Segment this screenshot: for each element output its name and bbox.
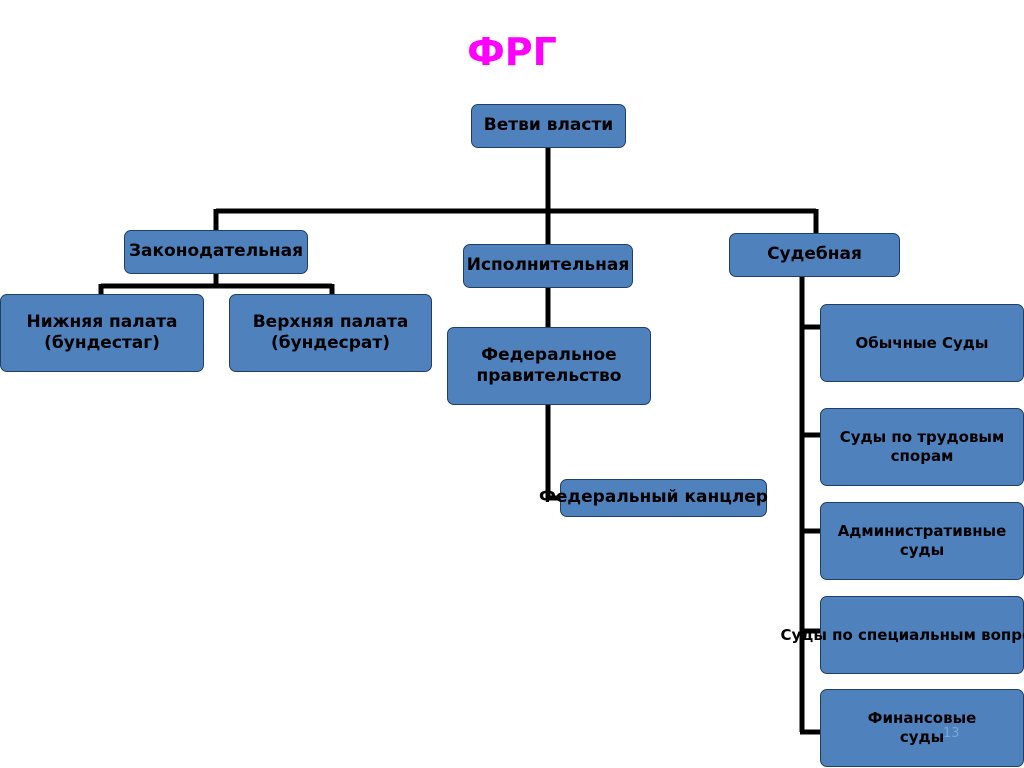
page-number: 13: [943, 726, 960, 741]
node-finance-courts: Финансовые суды: [820, 689, 1024, 767]
special-courts-label: Суды по специальным вопросам: [780, 625, 1024, 644]
node-labour-courts: Суды по трудовым спорам: [820, 408, 1024, 486]
node-ordinary-courts: Обычные Суды: [820, 304, 1024, 382]
chancellor-label: Федеральный канцлер: [539, 487, 768, 508]
node-lower-house: Нижняя палата (бундестаг): [0, 294, 204, 372]
node-executive: Исполнительная: [463, 244, 633, 288]
node-branches-of-power: Ветви власти: [471, 104, 626, 148]
slide-title: ФРГ: [467, 30, 557, 74]
node-federal-chancellor: Федеральный канцлер: [539, 479, 768, 517]
node-federal-government: Федеральное правительство: [447, 327, 651, 405]
node-legislative: Законодательная: [124, 230, 308, 274]
node-judicial: Судебная: [729, 233, 900, 277]
node-special-courts: Суды по специальным вопросам: [780, 596, 1024, 674]
node-administrative-courts: Административные суды: [820, 502, 1024, 580]
node-upper-house: Верхняя палата (бундесрат): [229, 294, 432, 372]
